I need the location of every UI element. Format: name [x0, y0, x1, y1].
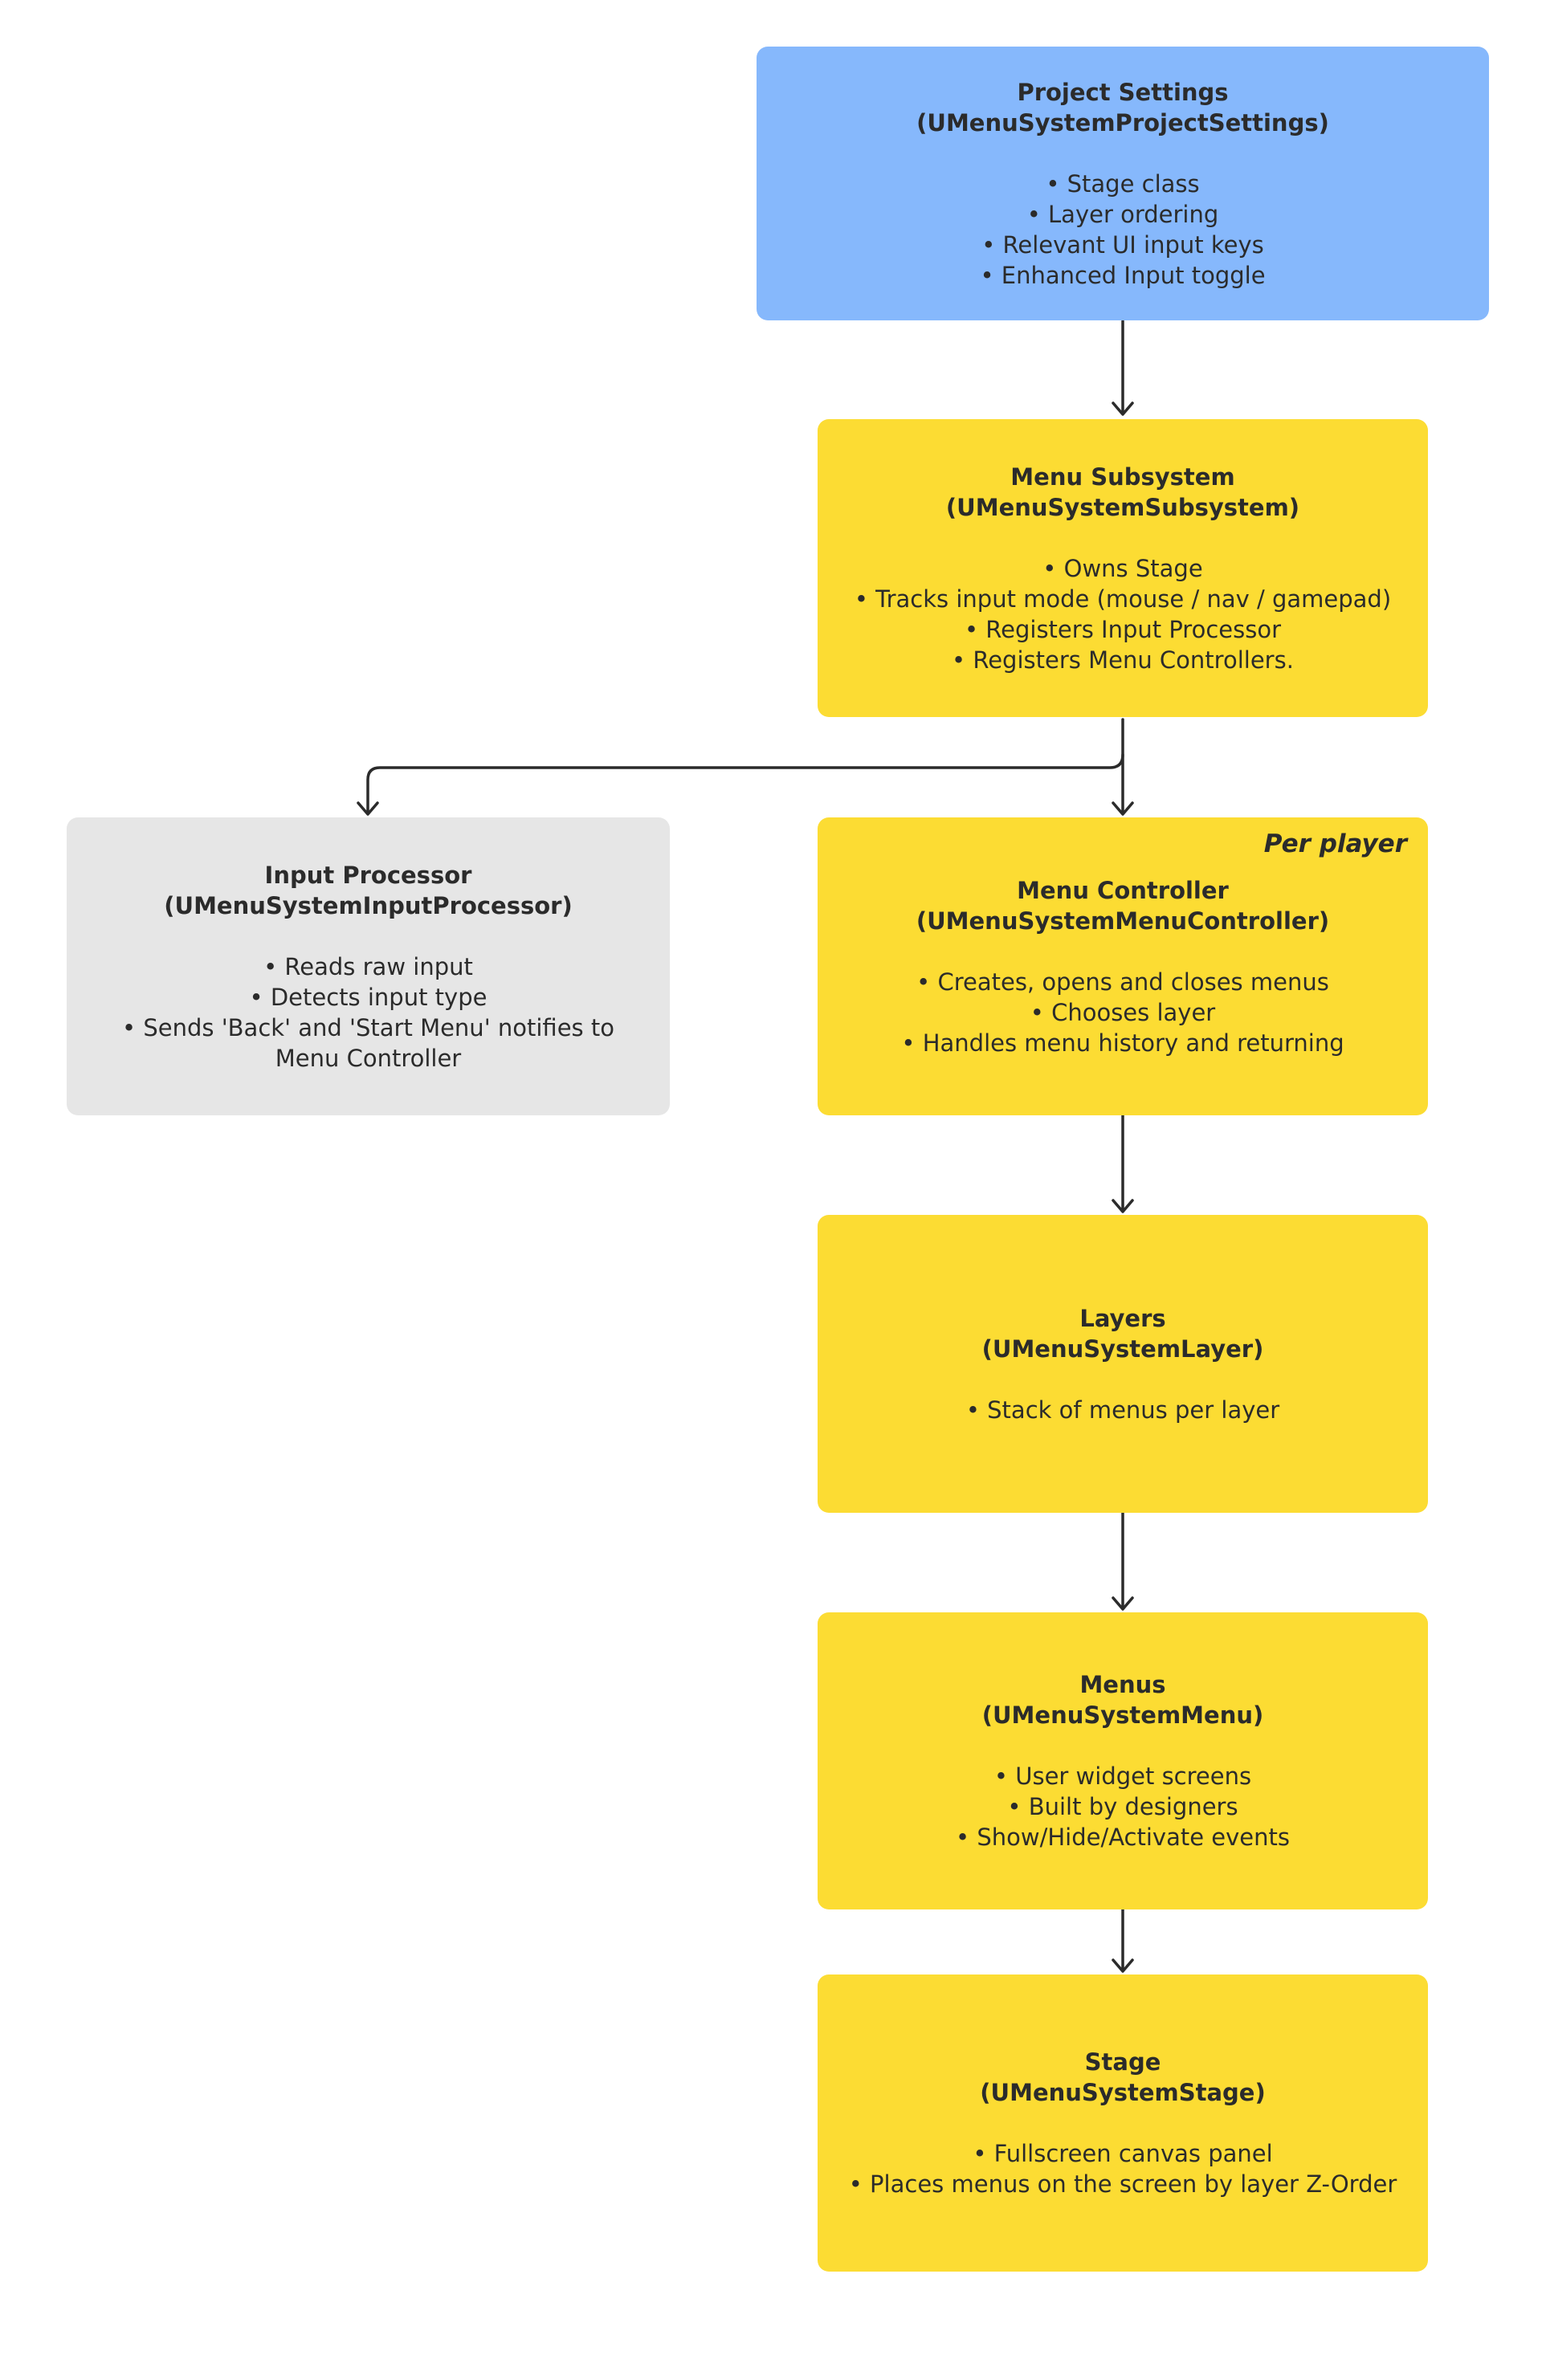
node-bullet: • Stage class [1046, 169, 1200, 198]
node-bullet: • Registers Menu Controllers. [952, 646, 1294, 674]
input-processor-node: Input Processor (UMenuSystemInputProcess… [67, 817, 670, 1115]
stage-node: Stage (UMenuSystemStage) • Fullscreen ca… [818, 1975, 1428, 2272]
node-bullet: • Chooses layer [1030, 998, 1216, 1026]
node-bullet-list: • Creates, opens and closes menus • Choo… [901, 967, 1344, 1058]
node-title: Input Processor [264, 861, 472, 889]
node-bullet: • Built by designers [1007, 1793, 1238, 1820]
node-bullet: • Handles menu history and returning [901, 1029, 1344, 1057]
node-bullet-list: • Reads raw input • Detects input type •… [122, 952, 614, 1074]
node-bullet: • Places menus on the screen by layer Z-… [848, 2170, 1397, 2198]
node-subtitle: (UMenuSystemStage) [980, 2079, 1266, 2106]
project-settings-node: Project Settings (UMenuSystemProjectSett… [757, 47, 1489, 320]
node-bullet: • Sends 'Back' and 'Start Menu' notifies… [122, 1013, 614, 1041]
node-bullet: Menu Controller [275, 1044, 462, 1072]
node-bullet: • Fullscreen canvas panel [973, 2140, 1273, 2167]
node-title: Project Settings [1017, 78, 1229, 106]
node-bullet: • Stack of menus per layer [965, 1396, 1280, 1424]
menus-node: Menus (UMenuSystemMenu) • User widget sc… [818, 1612, 1428, 1909]
node-subtitle: (UMenuSystemLayer) [981, 1335, 1264, 1363]
node-bullet: • Tracks input mode (mouse / nav / gamep… [854, 585, 1392, 613]
node-bullet: • Relevant UI input keys [981, 230, 1264, 259]
node-title: Menu Controller [1017, 876, 1229, 904]
arrow-subsystem-to-input-processor [366, 753, 1124, 815]
node-bullet: • User widget screens [993, 1763, 1252, 1790]
node-title: Stage [1084, 2048, 1161, 2076]
node-bullet: • Reads raw input [263, 952, 473, 980]
node-subtitle: (UMenuSystemProjectSettings) [916, 108, 1329, 137]
menu-subsystem-node: Menu Subsystem (UMenuSystemSubsystem) • … [818, 419, 1428, 717]
node-bullet: • Registers Input Processor [964, 615, 1282, 643]
node-bullet: • Layer ordering [1026, 200, 1219, 228]
node-bullet-list: • User widget screens • Built by designe… [956, 1761, 1290, 1852]
node-bullet-list: • Stack of menus per layer [966, 1395, 1279, 1425]
node-subtitle: (UMenuSystemMenu) [981, 1701, 1264, 1729]
menu-controller-node: Per player Menu Controller (UMenuSystemM… [818, 817, 1428, 1115]
node-bullet: • Enhanced Input toggle [980, 261, 1266, 289]
per-player-tag: Per player [1263, 829, 1407, 858]
node-subtitle: (UMenuSystemMenuController) [916, 907, 1330, 935]
node-bullet-list: • Owns Stage • Tracks input mode (mouse … [855, 553, 1391, 675]
node-subtitle: (UMenuSystemSubsystem) [945, 493, 1300, 521]
node-subtitle: (UMenuSystemInputProcessor) [164, 891, 573, 919]
node-bullet: • Detects input type [249, 983, 487, 1011]
node-title: Layers [1079, 1304, 1166, 1332]
node-bullet-list: • Fullscreen canvas panel • Places menus… [849, 2138, 1397, 2199]
node-title: Menus [1079, 1671, 1166, 1698]
node-bullet: • Owns Stage [1042, 554, 1203, 582]
node-bullet-list: • Stage class • Layer ordering • Relevan… [980, 169, 1265, 291]
layers-node: Layers (UMenuSystemLayer) • Stack of men… [818, 1215, 1428, 1513]
node-bullet: • Show/Hide/Activate events [956, 1824, 1290, 1851]
node-bullet: • Creates, opens and closes menus [916, 968, 1329, 996]
node-title: Menu Subsystem [1010, 463, 1235, 491]
